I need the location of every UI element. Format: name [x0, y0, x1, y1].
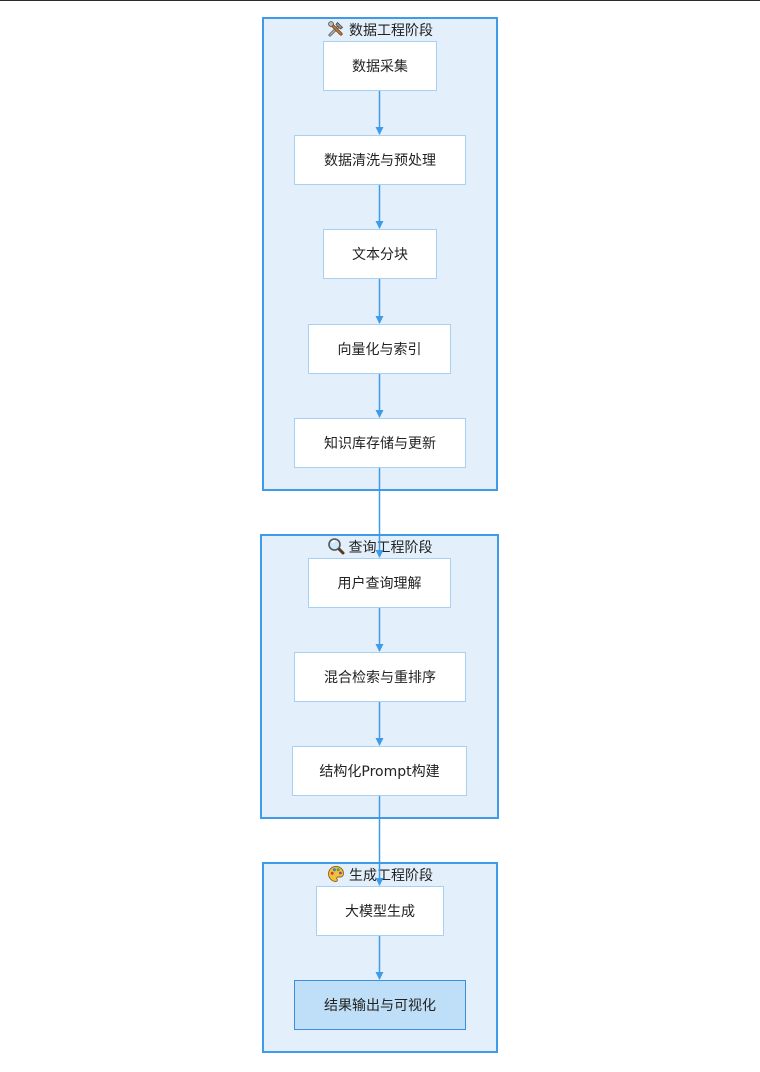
node-llm-generation: 大模型生成 — [316, 886, 444, 936]
node-knowledge-base-storage: 知识库存储与更新 — [294, 418, 466, 468]
group-title-text: 查询工程阶段 — [348, 540, 433, 556]
node-hybrid-retrieval-reranking: 混合检索与重排序 — [294, 652, 466, 702]
node-output-visualization: 结果输出与可视化 — [294, 980, 466, 1030]
node-data-cleaning: 数据清洗与预处理 — [294, 135, 466, 185]
node-structured-prompt-building: 结构化Prompt构建 — [292, 746, 467, 796]
magnifier-icon — [327, 537, 345, 555]
tools-icon — [327, 20, 345, 38]
node-query-understanding: 用户查询理解 — [308, 558, 451, 608]
query-engineering-stage-title: 查询工程阶段 — [262, 537, 497, 557]
top-border-line — [0, 0, 760, 1]
group-title-text: 数据工程阶段 — [349, 23, 433, 39]
palette-icon — [327, 865, 345, 883]
node-data-collection: 数据采集 — [323, 41, 437, 91]
node-text-chunking: 文本分块 — [323, 229, 437, 279]
group-title-text: 生成工程阶段 — [349, 868, 433, 884]
node-vectorization-indexing: 向量化与索引 — [308, 324, 451, 374]
generation-engineering-stage-title: 生成工程阶段 — [264, 865, 496, 885]
data-engineering-stage-title: 数据工程阶段 — [264, 20, 496, 40]
